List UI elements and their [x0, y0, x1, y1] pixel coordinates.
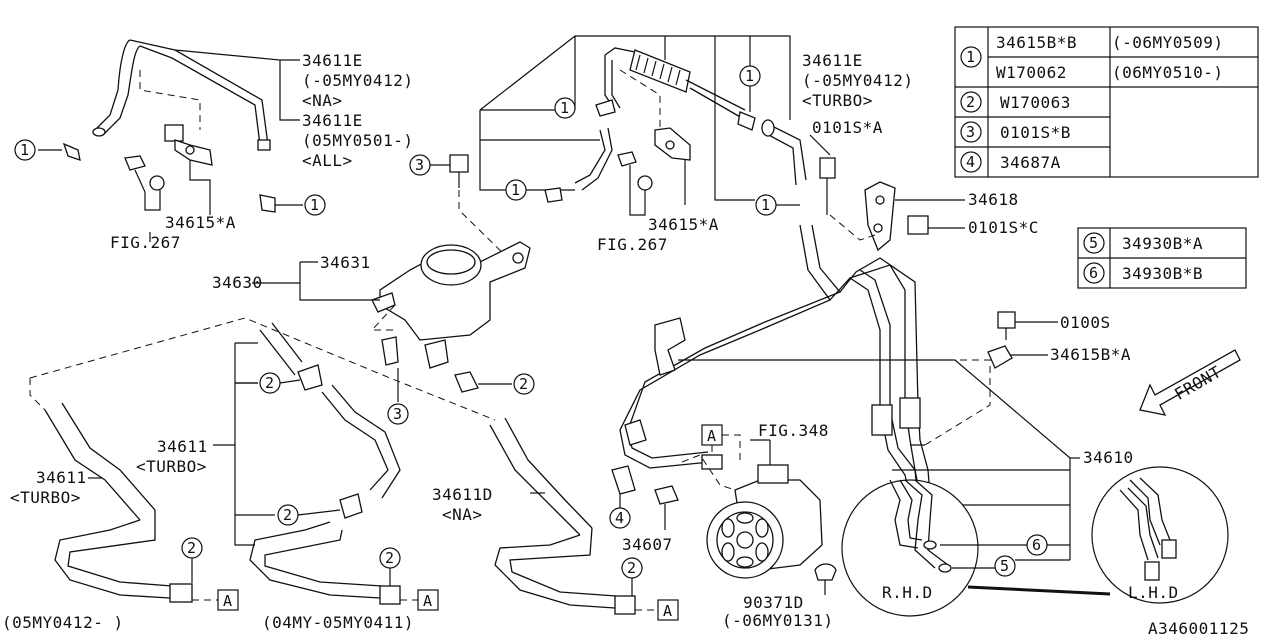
label-0101SA: 0101S*A	[812, 118, 883, 137]
label-90371: 90371D	[743, 593, 804, 612]
callout-3: 3	[415, 156, 425, 174]
hose-34611D-na	[489, 417, 636, 615]
front-arrow	[1139, 349, 1241, 416]
label-34611D: 34611D	[432, 485, 493, 504]
callout-2: 2	[627, 559, 637, 577]
label-34611-turbo-mid-spec: <TURBO>	[136, 457, 207, 476]
rhd-detail	[841, 479, 979, 617]
hose-34611E-left	[92, 39, 300, 215]
legend-num: 1	[966, 48, 976, 66]
callout-1: 1	[560, 99, 570, 117]
legend-table-b: 5 34930B*A 6 34930B*B	[1077, 227, 1247, 289]
hose-34611E-turbo	[479, 35, 807, 216]
legend-table-a: 1 34615B*B (-06MY0509) W170062 (06MY0510…	[954, 26, 1259, 178]
callout-1: 1	[310, 196, 320, 214]
label-34607: 34607	[622, 535, 673, 554]
hose-34611-turbo-mid	[249, 322, 401, 605]
callout-1: 1	[511, 181, 521, 199]
legend-num: 5	[1089, 234, 1099, 252]
label-rhd: R.H.D	[882, 583, 933, 602]
label-34615A-left: 34615*A	[165, 213, 236, 232]
callout-3: 3	[393, 405, 403, 423]
callout-2: 2	[283, 506, 293, 524]
pump-fig348	[701, 454, 823, 579]
label-90371-range: (-06MY0131)	[722, 611, 833, 630]
label-front: FRONT	[1171, 362, 1224, 404]
label-34611-turbo-left-spec: <TURBO>	[10, 488, 81, 507]
legend-num: 6	[1089, 264, 1099, 282]
label-lhd: L.H.D	[1128, 583, 1179, 602]
callout-4: 4	[615, 509, 625, 527]
callout-5: 5	[1000, 557, 1010, 575]
callout-2: 2	[385, 549, 395, 567]
label-34611E-turbo: 34611E	[802, 51, 863, 70]
callout-1: 1	[20, 141, 30, 159]
hose-34611-turbo-left	[44, 402, 193, 603]
label-range-1: (05MY0412- )	[2, 613, 124, 632]
legend-part: 34687A	[1000, 153, 1061, 172]
label-34611-turbo-left: 34611	[36, 468, 87, 487]
legend-num: 4	[966, 153, 976, 171]
label-34611D-spec: <NA>	[442, 505, 483, 524]
legend-part: W170063	[1000, 93, 1071, 112]
label-fig267-mid: FIG.267	[597, 235, 668, 254]
callout-6: 6	[1032, 536, 1042, 554]
legend-part: W170062	[996, 63, 1067, 82]
callout-1: 1	[761, 196, 771, 214]
legend-part: 34930B*B	[1122, 264, 1203, 283]
label-34618: 34618	[968, 190, 1019, 209]
label-0101SC: 0101S*C	[968, 218, 1039, 237]
reservoir-34630	[371, 241, 531, 369]
callout-a: A	[423, 592, 433, 610]
callout-2: 2	[265, 374, 275, 392]
legend-part: 34930B*A	[1122, 234, 1203, 253]
callout-2: 2	[187, 539, 197, 557]
label-34611E-all-spec: <ALL>	[302, 151, 353, 170]
legend-note: (06MY0510-)	[1112, 63, 1223, 82]
label-34611E-turbo-range: (-05MY0412)	[802, 71, 913, 90]
label-0100S: 0100S	[1060, 313, 1111, 332]
callout-1: 1	[745, 67, 755, 85]
callout-a: A	[663, 602, 673, 620]
label-34631: 34631	[320, 253, 371, 272]
label-34611E-na-range: (-05MY0412)	[302, 71, 413, 90]
label-34611-turbo-mid: 34611	[157, 437, 208, 456]
callout-a: A	[223, 592, 233, 610]
label-34630: 34630	[212, 273, 263, 292]
label-34611E-na: 34611E	[302, 51, 363, 70]
legend-num: 3	[966, 123, 976, 141]
legend-num: 2	[966, 93, 976, 111]
diagram-code: A346001125	[1148, 619, 1249, 638]
callout-2: 2	[519, 375, 529, 393]
legend-part: 0101S*B	[1000, 123, 1071, 142]
label-34610: 34610	[1083, 448, 1134, 467]
label-34611E-all: 34611E	[302, 111, 363, 130]
label-34615BA: 34615B*A	[1050, 345, 1131, 364]
label-fig267-left: FIG.267	[110, 233, 181, 252]
label-fig348: FIG.348	[758, 421, 829, 440]
bracket-34618	[864, 181, 965, 252]
label-34611E-na-spec: <NA>	[302, 91, 343, 110]
label-range-2: (04MY-05MY0411)	[262, 613, 414, 632]
label-34615A-mid: 34615*A	[648, 215, 719, 234]
callout-a: A	[707, 427, 717, 445]
legend-part: 34615B*B	[996, 33, 1077, 52]
legend-note: (-06MY0509)	[1112, 33, 1223, 52]
lhd-detail	[1091, 466, 1229, 604]
label-34611E-all-range: (05MY0501-)	[302, 131, 413, 150]
label-34611E-turbo-spec: <TURBO>	[802, 91, 873, 110]
